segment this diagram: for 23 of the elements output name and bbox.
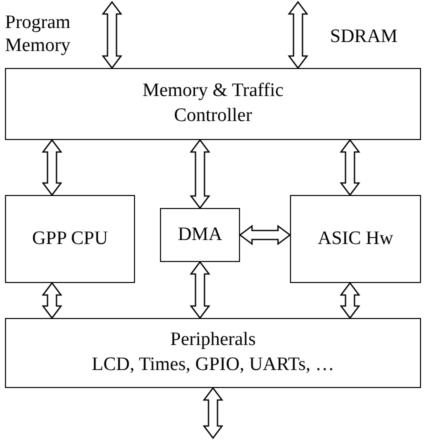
dma-box [160, 208, 240, 262]
node-text: GPP CPU [32, 226, 108, 251]
controller-box [5, 68, 421, 140]
double-arrow [42, 282, 62, 320]
node-text: LCD, Times, GPIO, UARTs, … [92, 353, 334, 377]
asic-box [290, 195, 421, 283]
memory-label: Program Memory [5, 12, 72, 58]
node-text: Peripherals [170, 328, 256, 352]
node-text: DMA [178, 222, 222, 247]
double-arrow [288, 0, 308, 70]
double-arrow [42, 138, 62, 196]
double-arrow [190, 260, 210, 320]
double-arrow [340, 282, 360, 320]
double-arrow [190, 138, 210, 210]
node-text: Memory & Traffic Controller [141, 79, 285, 128]
node-text: ASIC Hw [318, 226, 394, 251]
double-arrow [102, 0, 122, 70]
double-arrow [238, 224, 292, 246]
peripherals-box [5, 318, 421, 388]
cpu-box [5, 195, 135, 283]
double-arrow [340, 138, 360, 196]
double-arrow [202, 386, 224, 440]
memory-label: SDRAM [330, 26, 398, 49]
